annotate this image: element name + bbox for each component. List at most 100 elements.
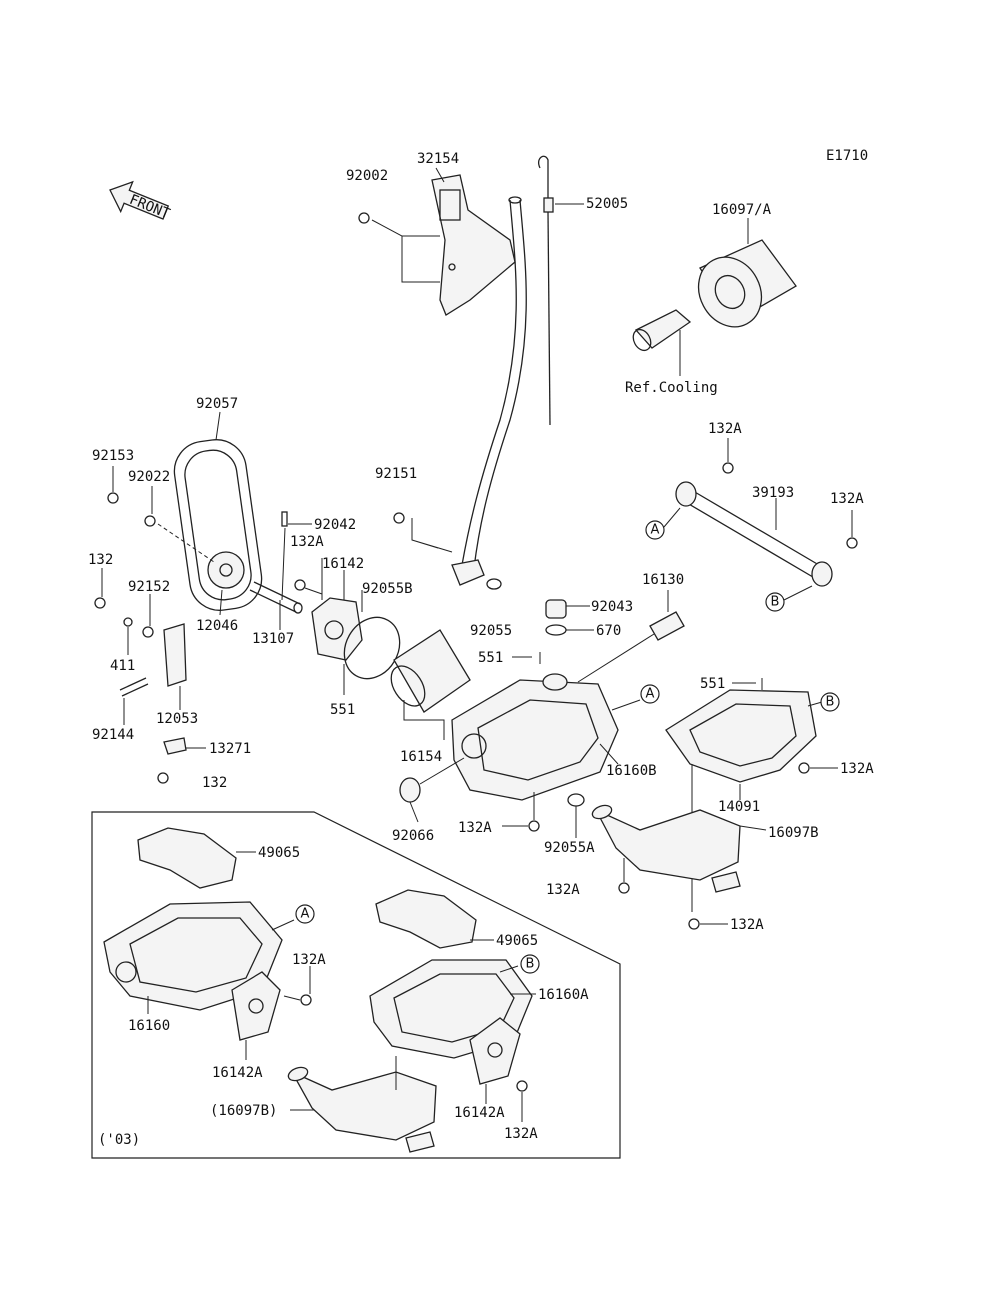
lead-92151 [411,518,453,553]
label-132-left: 132 [88,552,113,568]
lead-16160b [599,743,619,765]
switch-16130 [649,611,685,641]
axis-sprocket [157,523,215,563]
pump-cover-bore [324,620,344,640]
label-92144: 92144 [92,727,134,743]
label-ref-cooling: Ref.Cooling [625,380,718,396]
label-92152: 92152 [128,579,170,595]
chain-outer [173,439,263,611]
ref-marker-b1: B [765,592,785,612]
pump-cover-16142a-b [469,1017,521,1085]
label-16130: 16130 [642,572,684,588]
tube-flange [451,559,485,586]
label-132a-mid: 132A [458,820,492,836]
lead-16154 [403,700,445,740]
lead-a1 [663,507,681,528]
label-132a-right: 132A [830,491,864,507]
oil-pan-body [451,679,619,801]
lead-16097b [739,825,767,831]
plate-13271 [163,737,187,755]
label-49065-a: 49065 [258,845,300,861]
lead-12046 [219,589,223,616]
pipe-end-a [675,481,697,507]
shaft-body [249,581,301,613]
label-13271: 13271 [209,741,251,757]
label-16154: 16154 [400,749,442,765]
pickup-neck [591,804,613,820]
oil-pan-cover-14091 [665,678,838,912]
spring-92144 [119,677,149,697]
inset-frame [91,811,621,1159]
oil-filter-16097a [632,218,797,376]
oil-pan-16160b [399,590,685,838]
label-39193: 39193 [752,485,794,501]
ref-marker-b1-text: B [771,595,780,610]
filter-face [697,256,763,328]
label-92151: 92151 [375,466,417,482]
lead-b2 [807,701,823,707]
filter-center [714,274,746,310]
bracket-window [439,189,461,221]
ref-marker-a2: A [640,684,660,704]
inset-label: ('03) [98,1132,140,1148]
sprocket-12046 [207,551,245,589]
ref-marker-a2-circle [640,684,660,704]
pin-92042 [281,511,288,527]
bolt-132a-right [846,537,858,549]
ref-marker-a2-text: A [646,687,655,702]
label-16142a-a: 16142A [212,1065,263,1081]
label-92055b: 92055B [362,581,413,597]
strainer-body [393,629,471,713]
pickup-16097b [591,804,767,930]
lead-32154 [435,167,445,183]
nut-92152 [142,626,154,638]
label-16160: 16160 [128,1018,170,1034]
label-32154: 32154 [417,151,459,167]
label-16142: 16142 [322,556,364,572]
tube-oring [486,578,502,590]
label-52005: 52005 [586,196,628,212]
bolt-132-bottom [157,772,169,784]
strainer-end [390,665,426,707]
gasket-49065-a [137,827,237,889]
label-132a-r2: 132A [840,761,874,777]
lead-92002 [371,219,440,283]
dipstick-cap [543,197,554,213]
bolt-132a-pump [294,579,306,591]
label-92055: 92055 [470,623,512,639]
bracket-shape [431,174,516,316]
bracket-hole [448,263,456,271]
label-14091: 14091 [718,799,760,815]
bolt-132a-upper [722,462,734,474]
label-411: 411 [110,658,135,674]
label-132a-upper: 132A [708,421,742,437]
lead-b1 [783,585,813,601]
bolt-132a-r4 [688,918,700,930]
washer-92022 [144,515,156,527]
dipstick-tube [393,196,527,590]
ref-marker-a1-circle [645,520,665,540]
tube-top [508,196,522,204]
ref-marker-b2-text: B [826,695,835,710]
bolt-132a-r3 [618,882,630,894]
label-16160b: 16160B [606,763,657,779]
guide-12053 [163,623,187,687]
pickup-outlet [711,871,741,893]
dipstick-52005 [538,155,584,426]
pump-shaft-13107 [249,511,312,630]
oil-pan-port [461,733,487,759]
inset-2003 [91,811,621,1159]
lead-bolt-132a-inset1 [283,995,301,1001]
ref-marker-b2: B [820,692,840,712]
lead-b3 [499,965,519,973]
bolt-92153 [107,492,119,504]
ref-marker-b3: B [520,954,540,974]
dipstick-handle [538,155,549,200]
cover-inner [689,703,797,767]
label-670: 670 [596,623,621,639]
label-16097b-paren: (16097B) [210,1103,277,1119]
ref-marker-b1-circle [765,592,785,612]
label-132a-r3: 132A [546,882,580,898]
tensioner-parts [94,568,206,784]
